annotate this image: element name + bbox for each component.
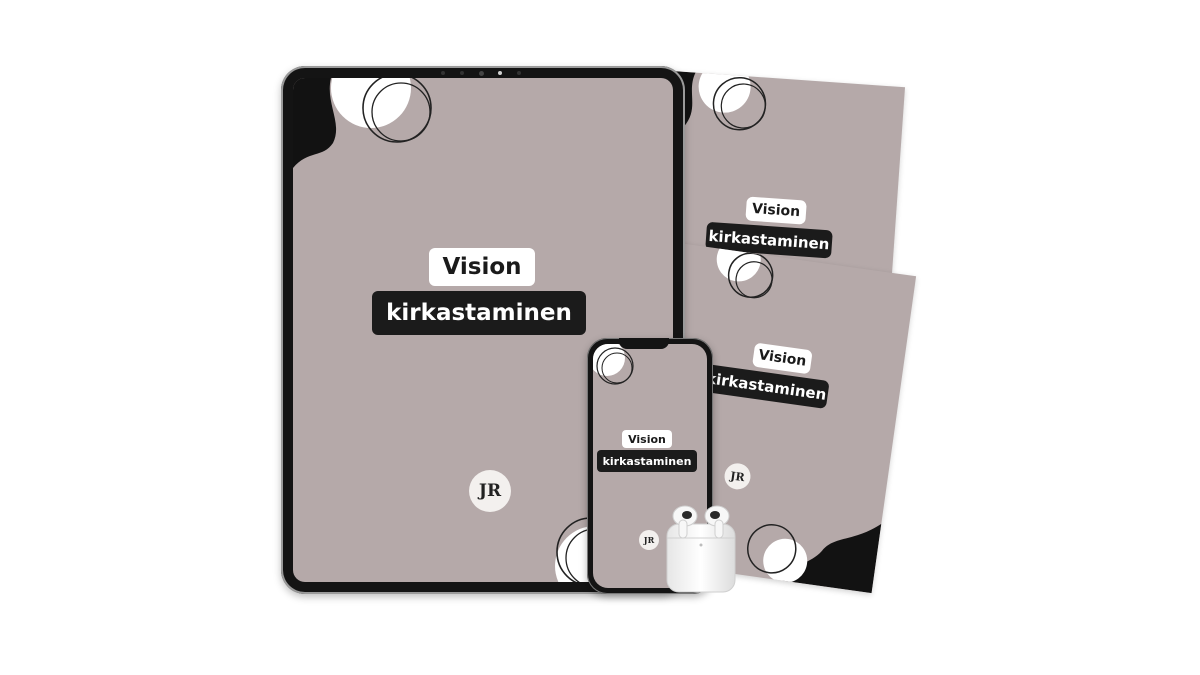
page-title-line1: Vision xyxy=(745,196,807,225)
airpods-icon xyxy=(666,505,736,593)
page-title-line1: Vision xyxy=(622,430,672,448)
phone-notch xyxy=(619,338,669,349)
page-title-line2: kirkastaminen xyxy=(372,291,586,335)
jr-monogram-icon: JR xyxy=(469,470,511,512)
circle-doodle-icon xyxy=(716,242,882,594)
worksheet-page-back-lower: Vision kirkastaminen JR xyxy=(633,242,917,594)
jr-monogram-icon: JR xyxy=(639,530,659,550)
page-title-line2: kirkastaminen xyxy=(597,450,697,472)
tablet-screen: Vision kirkastaminen JR xyxy=(293,78,673,582)
tablet-camera-bar xyxy=(441,70,521,76)
page-title-line1: Vision xyxy=(429,248,535,286)
circle-doodle-icon xyxy=(593,344,634,385)
